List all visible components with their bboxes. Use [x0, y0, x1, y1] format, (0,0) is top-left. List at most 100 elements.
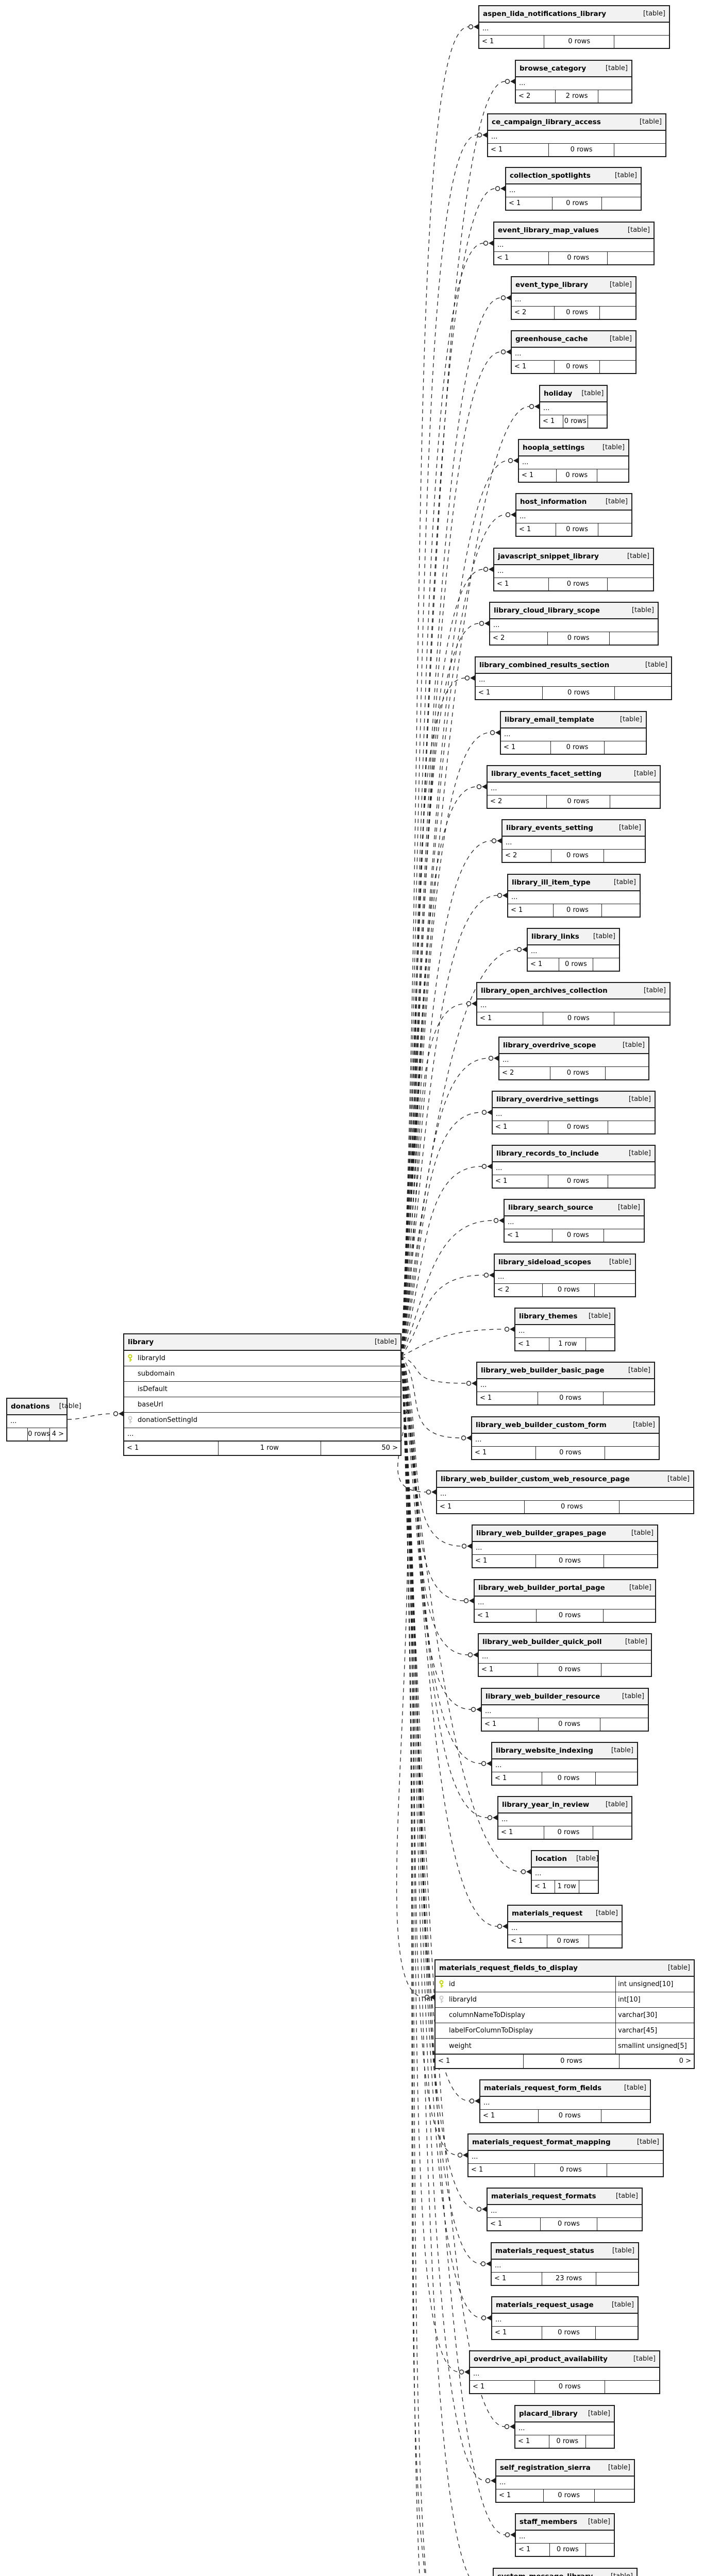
table-box-library_web_builder_grapes_page[interactable]: library_web_builder_grapes_page[table]..…: [472, 1524, 658, 1568]
table-box-materials_request_form_fields[interactable]: materials_request_form_fields[table]...<…: [479, 2079, 651, 2123]
fk-out-count: [618, 1501, 693, 1513]
fk-arrow-marker: [490, 730, 500, 735]
table-header-materials_request_format_mapping: materials_request_format_mapping[table]: [468, 2134, 663, 2151]
table-box-library_web_builder_portal_page[interactable]: library_web_builder_portal_page[table]..…: [474, 1579, 656, 1623]
table-box-library_open_archives_collection[interactable]: library_open_archives_collection[table].…: [476, 982, 671, 1026]
fk-connector: [401, 134, 478, 1357]
row-count: 0 rows: [543, 1826, 593, 1839]
table-box-system_message_library[interactable]: system_message_library[table]...< 10 row…: [493, 2568, 638, 2576]
table-header-library_overdrive_settings: library_overdrive_settings[table]: [493, 1092, 655, 1108]
table-footer: < 1 1 row: [515, 1338, 614, 1350]
fk-in-count: < 1: [497, 580, 509, 588]
columns-ellipsis: ...: [493, 1162, 655, 1175]
column-name: donationSettingId: [138, 1416, 197, 1424]
table-type-tag: [table]: [605, 498, 628, 505]
columns-ellipsis: ...: [488, 2205, 642, 2218]
fk-arrow-marker: [508, 458, 518, 463]
table-box-overdrive_api_product_availability[interactable]: overdrive_api_product_availability[table…: [469, 2350, 660, 2394]
fk-in-count: < 1: [495, 1774, 507, 1782]
table-header-library_email_template: library_email_template[table]: [501, 712, 646, 728]
fk-connector: [401, 26, 469, 1357]
table-box-library_combined_results_section[interactable]: library_combined_results_section[table].…: [475, 656, 672, 700]
table-header-library: library[table]: [124, 1334, 400, 1351]
fk-in-count: < 1: [440, 1503, 452, 1511]
fk-in-count: < 1: [511, 906, 523, 914]
row-count: 0 rows: [523, 2055, 618, 2068]
column-row-baseUrl: baseUrl: [124, 1397, 400, 1413]
table-type-tag: [table]: [581, 389, 604, 397]
table-box-library_cloud_library_scope[interactable]: library_cloud_library_scope[table]...< 2…: [489, 602, 659, 646]
row-count: 0 rows: [547, 1121, 608, 1133]
table-box-library_web_builder_quick_poll[interactable]: library_web_builder_quick_poll[table]...…: [478, 1633, 652, 1677]
fk-in-count: < 1: [507, 1231, 520, 1239]
table-box-materials_request_fields_to_display[interactable]: materials_request_fields_to_display[tabl…: [434, 1959, 695, 2069]
row-count: 1 row: [218, 1441, 320, 1455]
columns-ellipsis: ...: [508, 891, 640, 904]
fk-arrow-marker: [488, 1056, 498, 1061]
table-box-library_web_builder_basic_page[interactable]: library_web_builder_basic_page[table]...…: [476, 1362, 655, 1405]
fk-connector: [401, 1166, 482, 1357]
fk-out-count: [601, 1664, 651, 1676]
fk-arrow-marker: [461, 1435, 471, 1440]
table-box-materials_request_format_mapping[interactable]: materials_request_format_mapping[table].…: [467, 2133, 664, 2177]
fk-in-count: < 1: [518, 2546, 531, 2553]
fk-out-count: 0 >: [618, 2055, 694, 2068]
table-name: greenhouse_cache: [515, 335, 588, 343]
fk-in-count: < 1: [518, 1340, 530, 1348]
table-type-tag: [table]: [374, 1338, 397, 1346]
table-box-aspen_lida_notifications_library[interactable]: aspen_lida_notifications_library[table].…: [478, 5, 670, 49]
fk-arrow-marker: [483, 1273, 494, 1278]
fk-out-count: [604, 2381, 659, 2393]
row-count: 1 row: [549, 1338, 585, 1350]
table-box-library_web_builder_custom_form[interactable]: library_web_builder_custom_form[table]..…: [471, 1416, 660, 1460]
table-box-library_web_builder_resource[interactable]: library_web_builder_resource[table]...< …: [481, 1688, 649, 1732]
row-count: 0 rows: [524, 1501, 619, 1513]
table-box-library_web_builder_custom_web_resource_page[interactable]: library_web_builder_custom_web_resource_…: [436, 1470, 694, 1514]
table-box-library_events_facet_setting[interactable]: library_events_facet_setting[table]...< …: [487, 765, 661, 809]
column-row-subdomain: subdomain: [124, 1366, 400, 1382]
fk-connector: [401, 297, 501, 1357]
fk-out-count: [599, 361, 635, 373]
fk-out-count: [585, 2435, 614, 2448]
table-name: holiday: [544, 389, 573, 398]
